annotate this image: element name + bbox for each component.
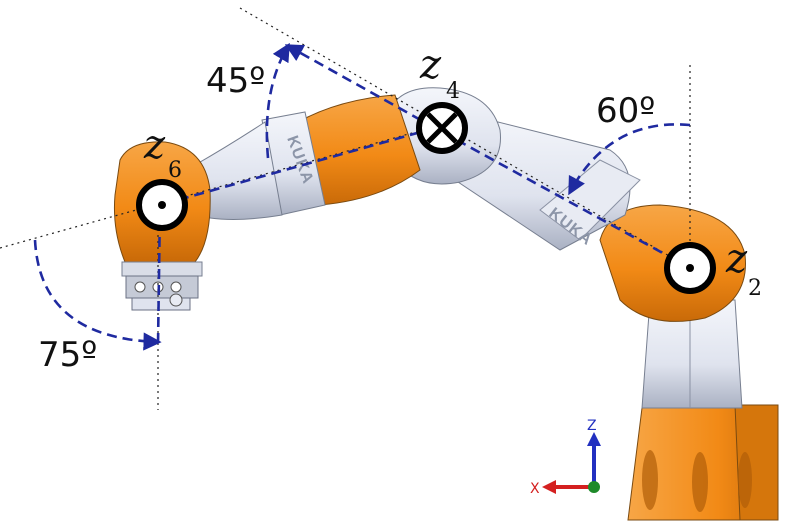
robot-link-3: KUKA	[194, 94, 421, 220]
angle-label-75: 75º	[38, 335, 97, 375]
angle-label-45: 45º	[206, 61, 265, 101]
coordinate-triad: Z X	[530, 418, 601, 497]
triad-z-label: Z	[587, 418, 597, 434]
axis-letter-z6: z	[143, 122, 166, 168]
angle-label-60: 60º	[596, 91, 655, 131]
joint-z2-symbol	[664, 242, 716, 294]
axis-index-z4: 4	[446, 79, 460, 104]
robot-base	[627, 299, 779, 521]
axis-letter-z4: z	[419, 42, 442, 88]
axis-label-z6: z 6	[143, 122, 182, 183]
triad-x-label: X	[530, 481, 540, 497]
axis-letter-z2: z	[725, 236, 748, 282]
axis-index-z6: 6	[168, 158, 182, 183]
axis-label-z4: z 4	[419, 42, 460, 104]
joint-z4-symbol	[416, 102, 468, 154]
joint-z6-symbol	[136, 179, 188, 231]
angle-guides	[33, 42, 691, 351]
axis-index-z2: 2	[748, 276, 762, 301]
axis-label-z2: z 2	[725, 236, 762, 301]
